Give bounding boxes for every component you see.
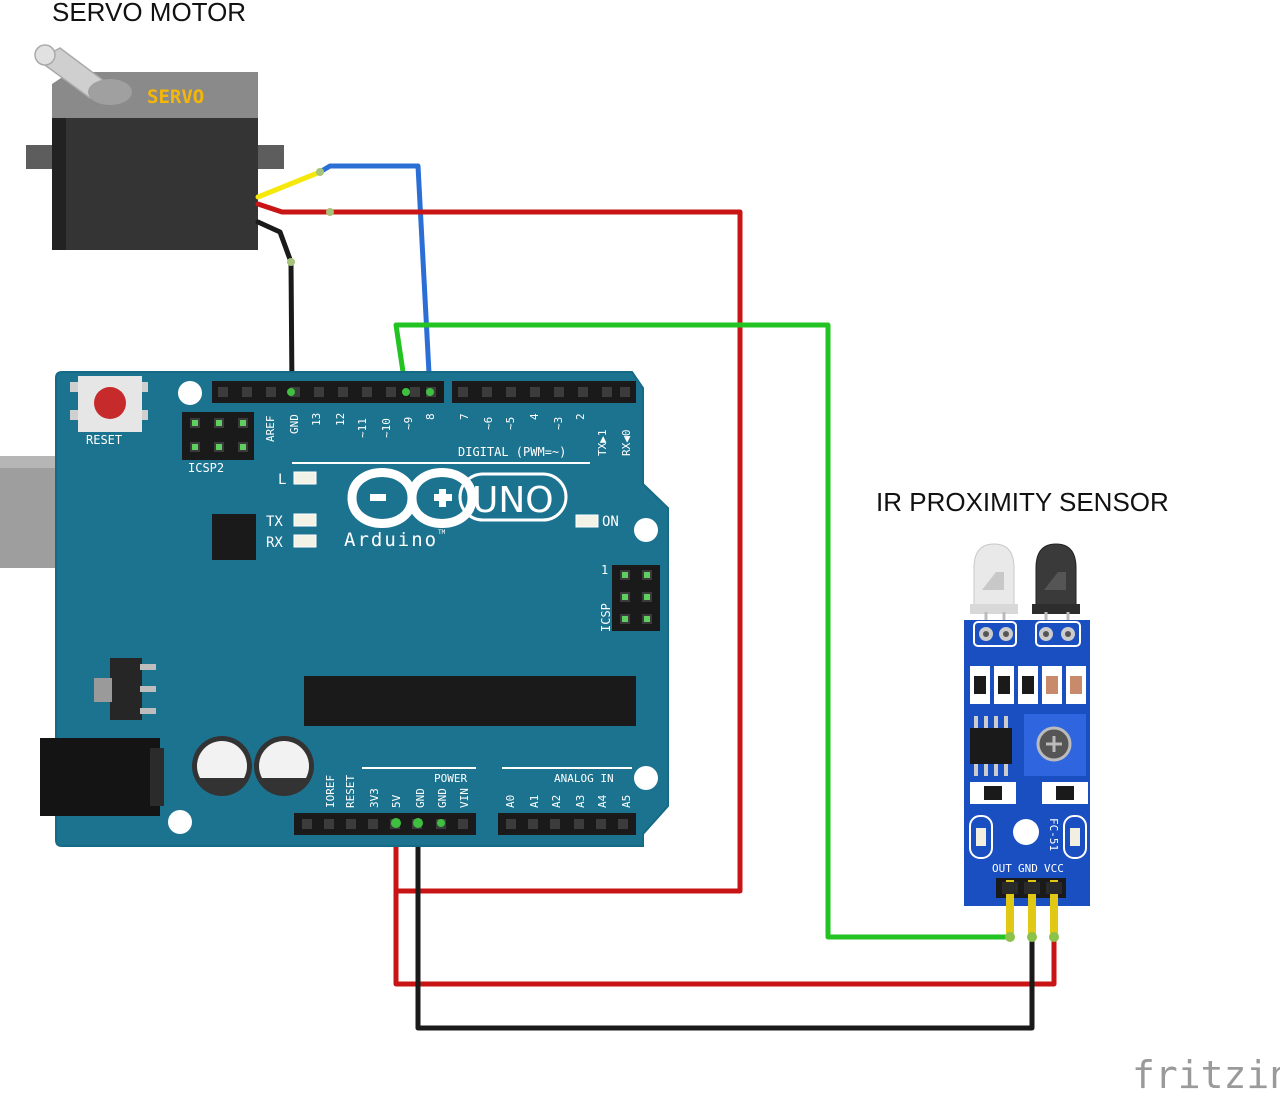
sensor-pin-gnd-label: GND — [1018, 862, 1038, 875]
led-on — [575, 514, 599, 528]
led-rx-label: RX — [266, 535, 283, 551]
pin-label: RX◀0 — [620, 430, 633, 457]
voltage-regulator — [110, 658, 142, 720]
capacitor — [192, 736, 252, 796]
pin-label: RESET — [344, 775, 357, 808]
top-pin-labels: AREF GND 13 12 ~11 ~10 ~9 8 7 ~6 ~5 4 ~3… — [264, 413, 633, 456]
comparator-ic — [970, 716, 1012, 776]
pin-label: ~9 — [402, 417, 415, 430]
pin-label: 13 — [310, 413, 323, 426]
icsp-label: ICSP — [599, 603, 613, 632]
microcontroller-chip — [304, 676, 636, 726]
analog-header[interactable] — [498, 813, 636, 835]
wire-sensor-gnd — [415, 820, 1035, 1031]
servo-motor[interactable]: SERVO — [26, 44, 284, 250]
icsp-pin1-label: 1 — [601, 563, 608, 577]
pin-label: 7 — [458, 413, 471, 420]
icsp2-header — [182, 412, 254, 460]
ir-sensor[interactable]: FC-51 OUT GND VCC — [964, 543, 1090, 942]
led-l-label: L — [278, 472, 286, 488]
wire-servo-signal — [317, 163, 433, 395]
uno-label: UNO — [472, 480, 554, 521]
servo-brand-label: SERVO — [147, 86, 204, 108]
sensor-pin-vcc-label: VCC — [1044, 862, 1064, 875]
wire-servo-ground — [255, 219, 295, 395]
wire-servo-signal-yellow — [255, 169, 323, 200]
servo-title: SERVO MOTOR — [52, 0, 246, 27]
usb-chip — [212, 514, 256, 560]
ir-emitter-led — [970, 543, 1018, 634]
arduino-brand-label: Arduino — [344, 529, 438, 551]
icsp-header — [612, 565, 660, 631]
pin-label: 3V3 — [368, 788, 381, 808]
power-header[interactable] — [294, 813, 476, 835]
arduino-logo — [347, 468, 568, 528]
wire-sensor-vcc — [393, 820, 1057, 987]
pin-label: VIN — [458, 788, 471, 808]
pin-label: 2 — [574, 413, 587, 420]
capacitor — [254, 736, 314, 796]
led-l — [293, 471, 317, 485]
pin-label: GND — [414, 788, 427, 808]
sensor-pin-out-label: OUT — [992, 862, 1012, 875]
pin-label: 5V — [390, 794, 403, 808]
pin-label: GND — [436, 788, 449, 808]
digital-header-right[interactable] — [452, 381, 636, 403]
power-jack — [40, 738, 160, 816]
smd-resistors — [970, 666, 1086, 704]
pin-label: ~3 — [552, 417, 565, 430]
reset-label: RESET — [86, 433, 122, 447]
pin-label: GND — [288, 414, 301, 434]
fritzing-watermark: fritzing — [1132, 1053, 1280, 1097]
pin-label: A1 — [528, 795, 541, 808]
sensor-title: IR PROXIMITY SENSOR — [876, 487, 1169, 517]
led-on-label: ON — [602, 514, 619, 530]
sensor-model-label: FC-51 — [1047, 818, 1060, 851]
digital-header-label: DIGITAL (PWM=~) — [458, 445, 566, 459]
pin-label: A5 — [620, 795, 633, 808]
pin-label: AREF — [264, 416, 277, 443]
pin-label: ~10 — [380, 418, 393, 438]
wire-sensor-out — [393, 322, 1013, 940]
bottom-pin-labels: IOREF RESET 3V3 5V GND GND VIN A0 A1 A2 … — [324, 775, 633, 808]
trademark-label: TM — [438, 529, 446, 536]
wires — [255, 163, 1057, 1031]
pin-label: A2 — [550, 795, 563, 808]
pin-label: TX▶1 — [596, 430, 609, 457]
arduino-board[interactable]: RESET ICSP2 AREF GND 13 — [0, 371, 669, 847]
pin-label: 12 — [334, 413, 347, 426]
pin-label: A3 — [574, 795, 587, 808]
digital-header-left[interactable] — [212, 381, 444, 403]
pin-label: ~6 — [482, 417, 495, 430]
icsp2-label: ICSP2 — [188, 461, 224, 475]
pin-label: A0 — [504, 795, 517, 808]
pin-label: 8 — [424, 413, 437, 420]
led-tx-label: TX — [266, 514, 283, 530]
power-header-label: POWER — [434, 772, 467, 785]
pin-label: IOREF — [324, 775, 337, 808]
pin-label: ~11 — [356, 418, 369, 438]
analog-header-label: ANALOG IN — [554, 772, 614, 785]
pin-label: ~5 — [504, 417, 517, 430]
led-tx — [293, 513, 317, 527]
bottom-pin-holes — [302, 819, 628, 829]
led-rx — [293, 534, 317, 548]
pin-label: 4 — [528, 413, 541, 420]
potentiometer[interactable] — [1024, 714, 1086, 776]
pin-label: A4 — [596, 794, 609, 808]
